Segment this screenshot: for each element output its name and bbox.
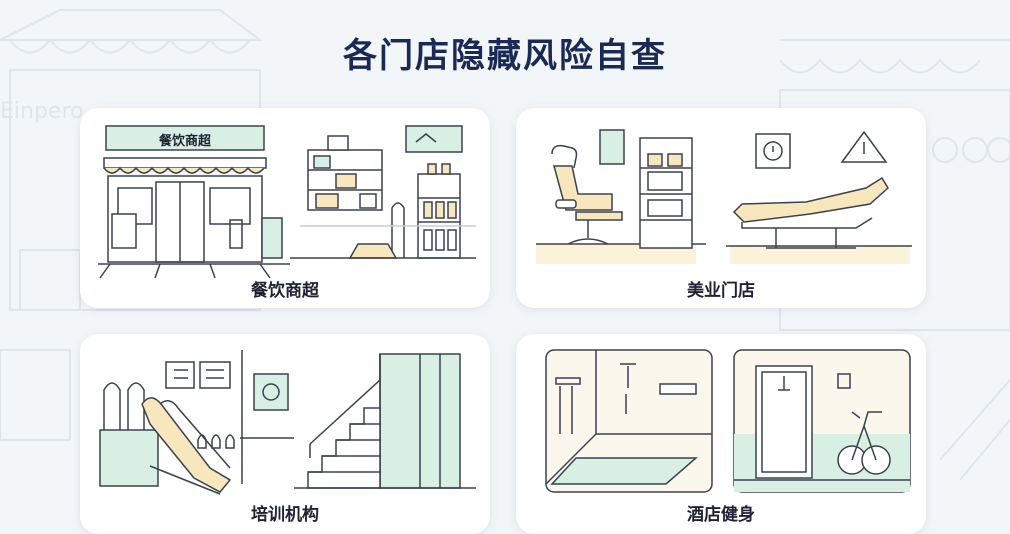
card-label-restaurant: 餐饮商超 xyxy=(251,281,319,301)
restaurant-supermarket-illustration xyxy=(98,125,476,279)
card-restaurant-supermarket[interactable]: 餐饮商超 餐饮商超 xyxy=(80,108,490,308)
card-label-hotel: 酒店健身 xyxy=(687,505,755,525)
page-title: 各门店隐藏风险自查 xyxy=(343,36,667,76)
card-training-institution[interactable]: 培训机构 xyxy=(80,334,490,534)
card-hotel-fitness[interactable]: 酒店健身 xyxy=(516,334,926,534)
svg-text:Einpero: Einpero xyxy=(0,99,83,124)
storefront-sign-text: 餐饮商超 xyxy=(158,134,211,149)
training-institution-illustration xyxy=(99,350,476,495)
card-label-beauty: 美业门店 xyxy=(687,281,755,301)
beauty-salon-illustration xyxy=(536,129,912,264)
hotel-fitness-illustration xyxy=(545,349,911,493)
card-beauty-salon[interactable]: 美业门店 xyxy=(516,108,926,308)
card-label-training: 培训机构 xyxy=(251,505,319,525)
